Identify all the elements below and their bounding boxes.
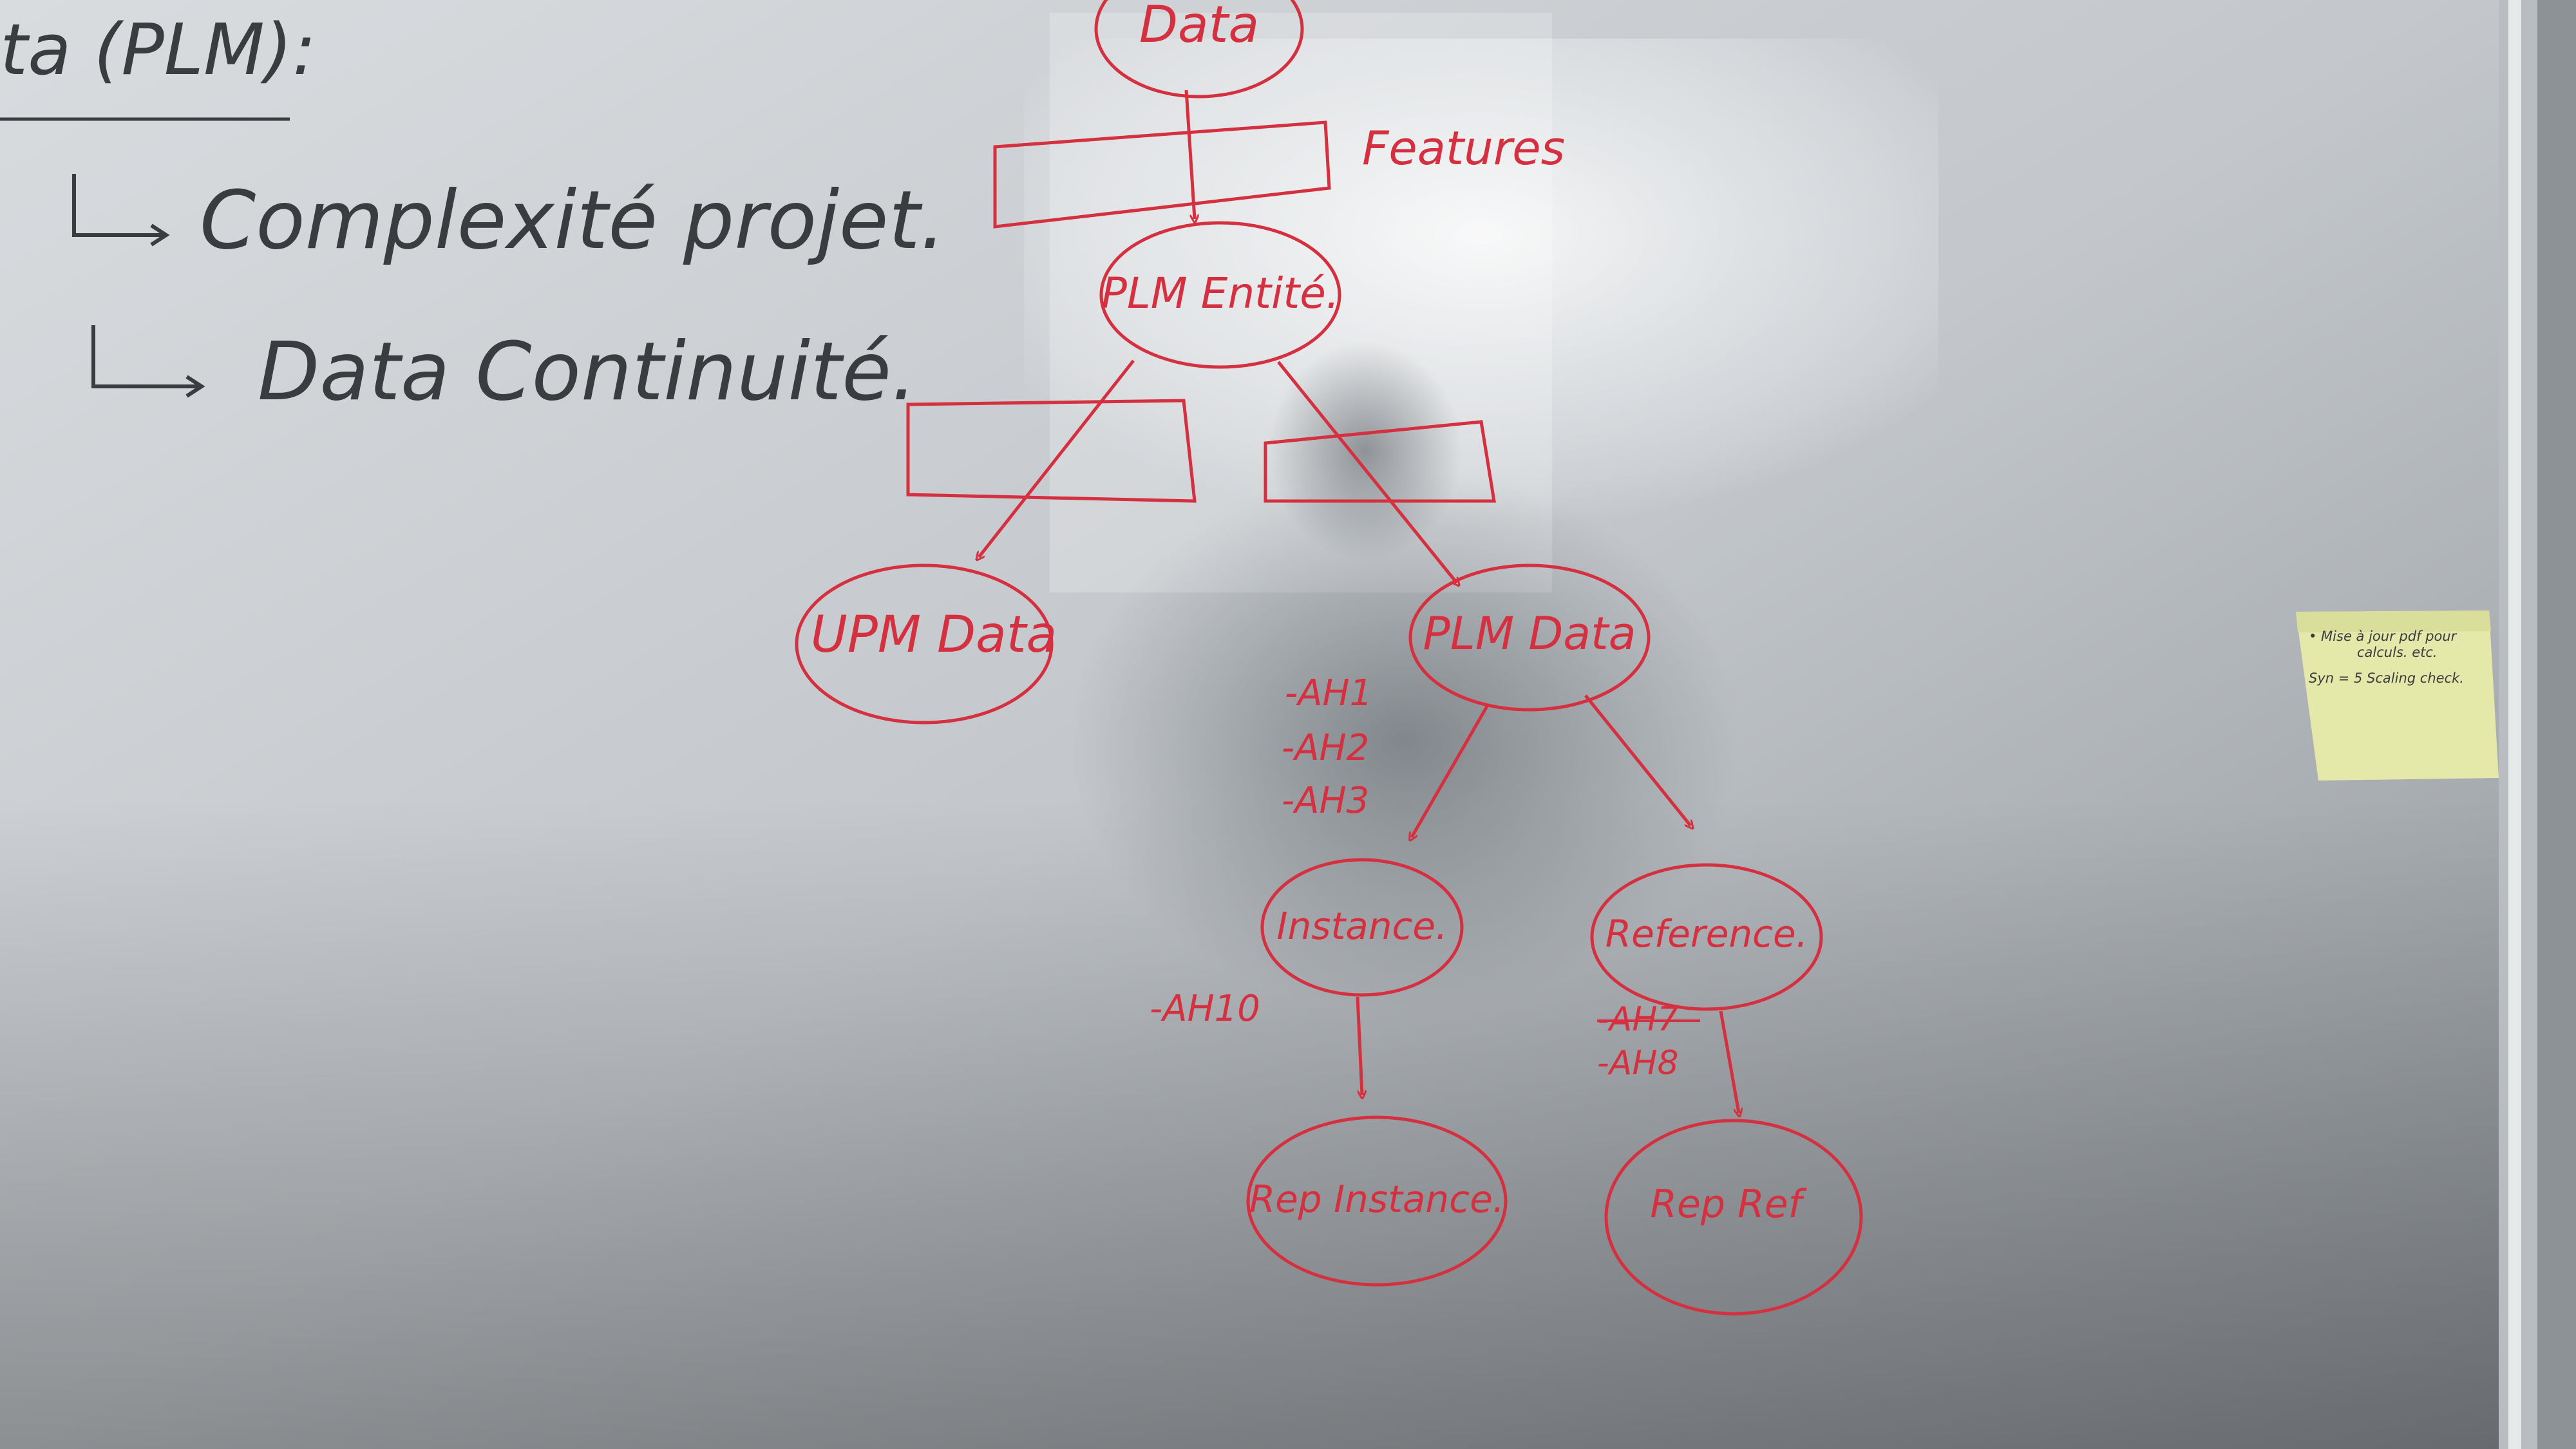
flow-diagram	[795, 0, 1863, 1316]
diagram-labels: Data Features PLM Entité. UPM Data PLM D…	[811, 0, 1808, 1227]
sticky-line-3: Syn = 5 Scaling check.	[2309, 670, 2464, 686]
window-reflection	[1024, 39, 1938, 528]
node-reference	[1590, 863, 1823, 1011]
node-instance	[1260, 858, 1464, 997]
annotation-ah10: -AH10	[1150, 988, 1260, 1030]
annotation-ah2: -AH2	[1282, 727, 1369, 769]
label-rep-instance: Rep Instance.	[1249, 1177, 1504, 1221]
features-box	[993, 120, 1331, 229]
bullet-complexite: Complexité projet.	[200, 174, 945, 267]
annotation-ah3: -AH3	[1282, 780, 1369, 822]
node-data	[1094, 0, 1304, 99]
label-plm-data: PLM Data	[1423, 607, 1636, 660]
bullet-arrow-icon	[72, 174, 170, 247]
branch-box-right	[1264, 420, 1496, 503]
label-plm-entite: PLM Entité.	[1101, 269, 1340, 318]
node-rep-ref	[1604, 1119, 1863, 1316]
node-rep-instance	[1246, 1115, 1508, 1287]
bullet-data-continuite: Data Continuité.	[258, 325, 917, 419]
label-upm-data: UPM Data	[811, 606, 1057, 664]
label-reference: Reference.	[1605, 912, 1808, 956]
label-instance: Instance.	[1276, 904, 1447, 948]
annotation-ah8: -AH8	[1597, 1044, 1679, 1083]
label-data: Data	[1139, 0, 1259, 54]
branch-box-left	[906, 399, 1197, 503]
annotation-ah1: -AH1	[1285, 672, 1372, 714]
notes-left: ta (PLM): Complexité projet. Data Contin…	[0, 8, 945, 419]
node-plm-data	[1408, 564, 1651, 712]
node-plm-entite	[1099, 221, 1341, 369]
node-upm-data	[795, 564, 1054, 724]
sticky-line-2: calculs. etc.	[2357, 645, 2438, 660]
sticky-line-1: • Mise à jour pdf pour	[2309, 629, 2458, 644]
sticky-note: • Mise à jour pdf pour calculs. etc. Syn…	[2296, 611, 2499, 781]
label-rep-ref: Rep Ref	[1650, 1182, 1806, 1227]
label-features: Features	[1362, 121, 1565, 175]
heading-text: ta (PLM):	[0, 8, 316, 91]
bullet-arrow-icon	[91, 325, 205, 398]
